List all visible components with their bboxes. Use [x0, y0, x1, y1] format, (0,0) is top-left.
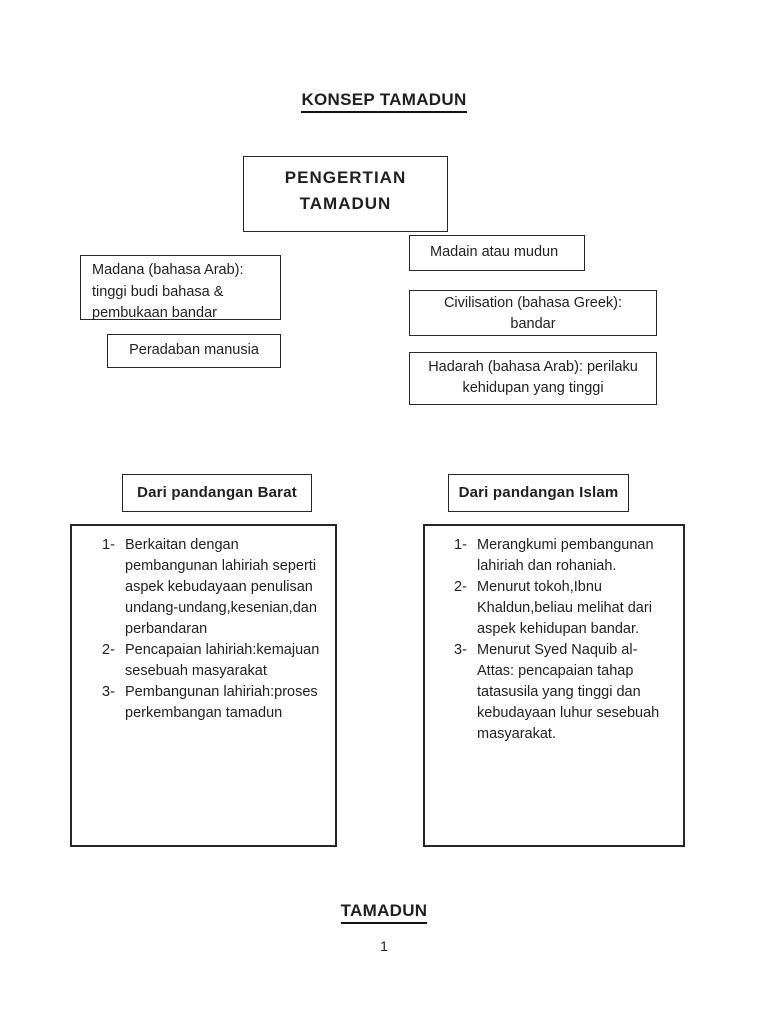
- list-item-text: Merangkumi pembangunan lahiriah dan roha…: [477, 537, 654, 574]
- list-item-number: 2-: [454, 579, 467, 595]
- hadarah-line-1: Hadarah (bahasa Arab): perilaku: [428, 359, 638, 375]
- madain-box: Madain atau mudun: [409, 235, 585, 271]
- pengertian-line-2: TAMADUN: [299, 194, 392, 213]
- list-item-number: 1-: [454, 537, 467, 553]
- list-item-text: Berkaitan dengan pembangunan lahiriah se…: [125, 537, 317, 637]
- madana-line-2: tinggi budi bahasa &: [92, 283, 224, 300]
- hadarah-line-2: kehidupan yang tinggi: [462, 380, 604, 396]
- list-item-text: Pembangunan lahiriah:proses perkembangan…: [125, 684, 318, 721]
- list-item: 1- Berkaitan dengan pembangunan lahiriah…: [102, 535, 335, 640]
- list-item-number: 1-: [102, 537, 115, 553]
- hadarah-box: Hadarah (bahasa Arab): perilaku kehidupa…: [409, 352, 657, 405]
- pengertian-tamadun-box: PENGERTIAN TAMADUN: [243, 156, 448, 232]
- list-item: 3- Menurut Syed Naquib al-Attas: pencapa…: [454, 640, 683, 745]
- footer-title: TAMADUN: [0, 901, 768, 924]
- page-title-text: KONSEP TAMADUN: [301, 90, 467, 113]
- islam-header-text: Dari pandangan Islam: [458, 484, 619, 501]
- list-item-number: 3-: [102, 684, 115, 700]
- peradaban-text: Peradaban manusia: [129, 342, 259, 358]
- barat-list-box: 1- Berkaitan dengan pembangunan lahiriah…: [70, 524, 337, 847]
- footer-title-text: TAMADUN: [340, 901, 428, 924]
- list-item: 2- Menurut tokoh,Ibnu Khaldun,beliau mel…: [454, 577, 683, 640]
- madana-line-3: pembukaan bandar: [92, 305, 217, 321]
- islam-list-box: 1- Merangkumi pembangunan lahiriah dan r…: [423, 524, 685, 847]
- madana-line-1: Madana (bahasa Arab):: [92, 262, 244, 278]
- list-item-text: Menurut tokoh,Ibnu Khaldun,beliau meliha…: [477, 579, 652, 637]
- list-item: 2- Pencapaian lahiriah:kemajuan sesebuah…: [102, 640, 335, 682]
- civilisation-line-1: Civilisation (bahasa Greek):: [443, 295, 623, 311]
- barat-header-text: Dari pandangan Barat: [137, 484, 297, 501]
- islam-header-box: Dari pandangan Islam: [448, 474, 629, 512]
- page-number: 1: [380, 938, 388, 954]
- civilisation-line-2: bandar: [510, 315, 556, 332]
- pengertian-line-1: PENGERTIAN: [284, 168, 407, 187]
- civilisation-box: Civilisation (bahasa Greek): bandar: [409, 290, 657, 336]
- madana-box: Madana (bahasa Arab): tinggi budi bahasa…: [80, 255, 281, 321]
- list-item-number: 3-: [454, 642, 467, 658]
- list-item-text: Menurut Syed Naquib al-Attas: pencapaian…: [477, 642, 660, 742]
- list-item: 1- Merangkumi pembangunan lahiriah dan r…: [454, 535, 683, 577]
- peradaban-box: Peradaban manusia: [107, 334, 281, 368]
- barat-header-box: Dari pandangan Barat: [122, 474, 312, 512]
- list-item-number: 2-: [102, 642, 115, 658]
- list-item-text: Pencapaian lahiriah:kemajuan sesebuah ma…: [125, 642, 320, 679]
- list-item: 3- Pembangunan lahiriah:proses perkemban…: [102, 682, 335, 724]
- page-title: KONSEP TAMADUN: [0, 90, 768, 113]
- madain-text: Madain atau mudun: [430, 244, 559, 260]
